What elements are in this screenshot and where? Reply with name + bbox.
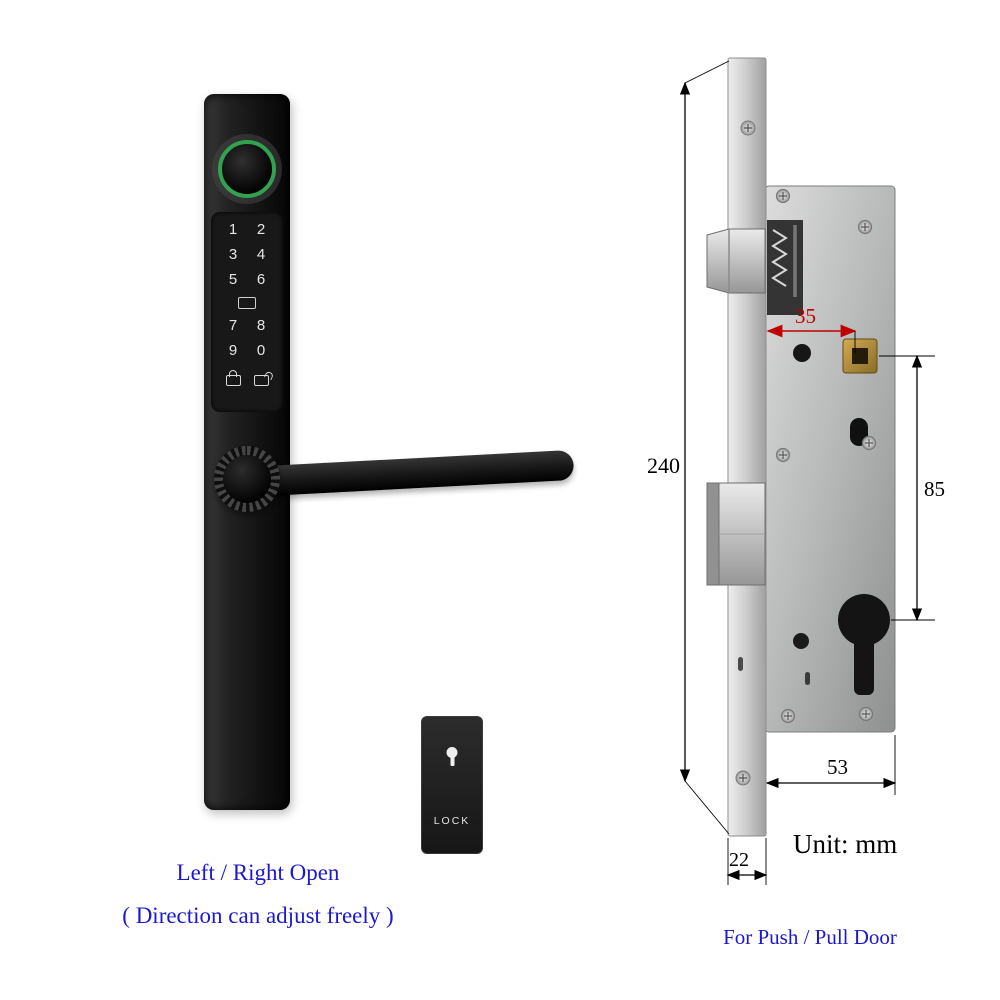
dim-faceplate-22: 22: [726, 838, 768, 885]
unit-label: Unit: mm: [793, 829, 897, 859]
spindle-hole: [842, 338, 878, 374]
fixing-hole-bottom: [793, 633, 809, 649]
dim-depth-53: 53: [765, 735, 897, 795]
latch-spring: [771, 229, 788, 287]
left-caption: Left / Right Open ( Direction can adjust…: [58, 860, 458, 946]
card-reader-icon: [238, 297, 256, 309]
dim-height-label: 240: [647, 453, 680, 478]
keypad-digit-1: 1: [228, 221, 238, 238]
faceplate: [727, 57, 767, 837]
lock-closed-icon: [225, 370, 241, 386]
lock-open-icon: [253, 375, 269, 386]
cylinder-hole: [838, 594, 890, 695]
key-cylinder-cover: LOCK: [421, 716, 483, 854]
mortise-lock-diagram: 240 35 85 53 22 Unit: mm: [647, 57, 945, 885]
keypad-digit-5: 5: [228, 271, 238, 288]
latch-bolt: [706, 228, 766, 294]
keypad-digit-0: 0: [256, 342, 266, 359]
fingerprint-sensor-icon: [218, 140, 276, 198]
keyhole-icon: [446, 747, 458, 766]
case-slot: [805, 672, 810, 685]
dim-height-240: 240: [647, 60, 730, 835]
keypad-digit-6: 6: [256, 271, 266, 288]
faceplate-screw-bottom: [735, 770, 751, 786]
lock-cover-label: LOCK: [433, 815, 471, 827]
caption-adjust-freely: ( Direction can adjust freely ): [122, 903, 394, 928]
case-screws: [775, 188, 877, 724]
fixing-hole-top: [793, 344, 811, 362]
dim-center-85: 85: [879, 354, 945, 622]
deadbolt: [706, 482, 766, 586]
keypad-digit-3: 3: [228, 246, 238, 263]
right-caption: For Push / Pull Door: [723, 925, 897, 949]
dim-backset-label: 35: [795, 304, 816, 328]
handle-hub: [214, 446, 280, 512]
smart-lock-body: 1 2 3 4 5 6 7 8 9 0 LOCK: [204, 94, 483, 854]
dim-center-label: 85: [924, 477, 945, 501]
faceplate-screw-top: [740, 120, 756, 136]
faceplate-slot: [738, 657, 743, 671]
handle-lever: [255, 449, 575, 497]
dim-backset-35: 35: [766, 304, 857, 353]
keypad-digit-4: 4: [256, 246, 266, 263]
mechanism-cutout: [767, 220, 803, 315]
keypad-digit-7: 7: [228, 317, 238, 334]
keypad-digit-2: 2: [256, 221, 266, 238]
keypad-digit-8: 8: [256, 317, 266, 334]
dim-faceplate-label: 22: [729, 849, 749, 871]
keypad-digit-9: 9: [228, 342, 238, 359]
caption-open-direction: Left / Right Open: [176, 860, 340, 885]
keypad: 1 2 3 4 5 6 7 8 9 0: [211, 212, 283, 392]
dim-depth-label: 53: [827, 755, 848, 779]
keypad-panel: 1 2 3 4 5 6 7 8 9 0: [211, 212, 283, 412]
